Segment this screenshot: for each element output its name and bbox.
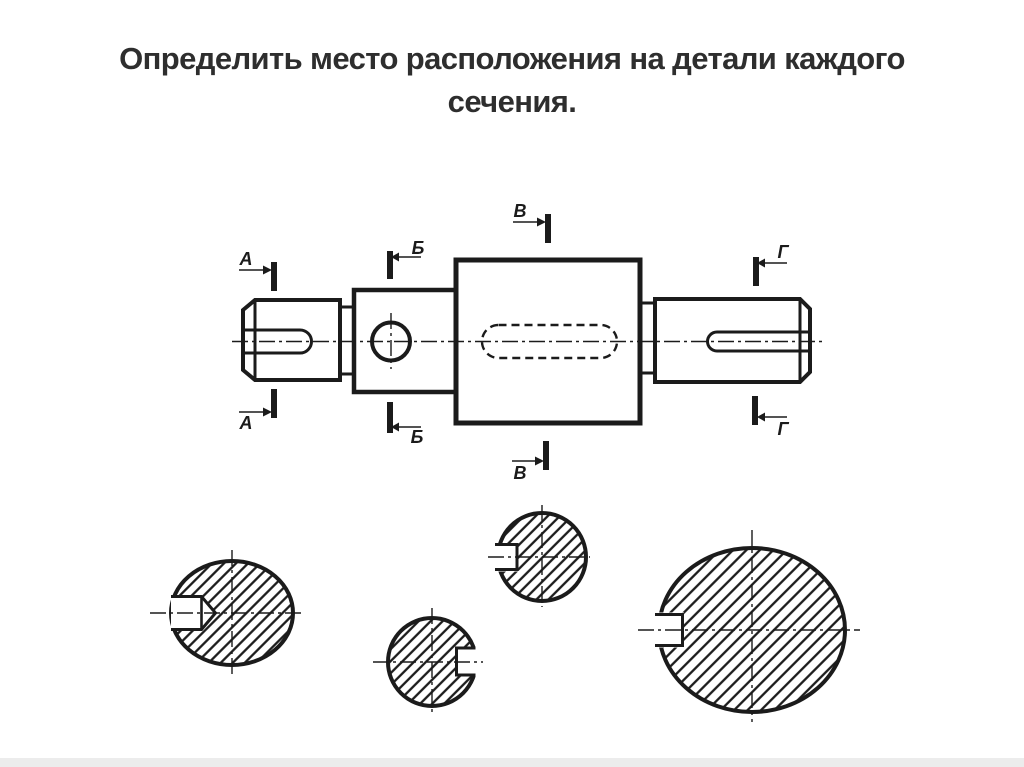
cut-arrowhead	[391, 422, 399, 432]
section-view-keyway-pointed	[150, 550, 305, 676]
right-neck-lines	[640, 301, 655, 375]
cut-arrowhead	[263, 407, 272, 417]
section-view-keyway-left-large	[638, 530, 860, 722]
center-block-outline	[453, 257, 643, 426]
right-journal-outline	[653, 297, 812, 384]
title-line-2: сечения.	[447, 84, 577, 119]
shaft-main-view	[232, 214, 826, 470]
cut-arrowhead	[537, 217, 546, 227]
section-mark-b-bottom	[387, 402, 421, 433]
section-mark-a-bottom	[239, 389, 277, 418]
section-view-notch-right	[373, 608, 483, 715]
section-mark-g-top	[753, 257, 787, 286]
cut-arrowhead	[391, 252, 399, 262]
cut-label-v-bottom: В	[513, 463, 527, 483]
cut-arrowhead	[263, 265, 272, 275]
cut-label-v-top: В	[513, 201, 527, 221]
left-keyway-slot	[243, 328, 313, 355]
cut-label-g-top: Г	[777, 242, 789, 262]
page-title: Определить место расположения на детали …	[0, 37, 1024, 123]
cut-label-b-bottom: Б	[410, 427, 424, 447]
cross-sections	[150, 505, 860, 722]
footer-bar	[0, 758, 1024, 767]
cut-arrowhead	[535, 456, 544, 466]
shaft-right-journal	[653, 297, 812, 384]
section-mark-b-top	[387, 251, 421, 279]
section-mark-v-bottom	[512, 441, 549, 470]
left-journal-outline	[241, 298, 342, 382]
right-keyway-slot	[706, 330, 808, 353]
cut-arrowhead	[757, 412, 765, 422]
cut-label-g-bottom: Г	[777, 419, 789, 439]
section-mark-v-top	[513, 214, 551, 243]
shaft-left-journal	[241, 298, 342, 382]
shaft-center-block	[453, 257, 643, 426]
cut-arrowhead	[757, 258, 765, 268]
title-line-1: Определить место расположения на детали …	[119, 41, 905, 76]
section-mark-a-top	[239, 262, 277, 291]
cut-label-a-top: А	[239, 249, 253, 269]
cut-label-b-top: Б	[411, 238, 425, 258]
section-mark-g-bottom	[752, 396, 787, 425]
left-neck-lines	[340, 305, 354, 376]
cut-label-a-bottom: А	[239, 413, 253, 433]
section-view-notch-left-small	[488, 505, 590, 607]
